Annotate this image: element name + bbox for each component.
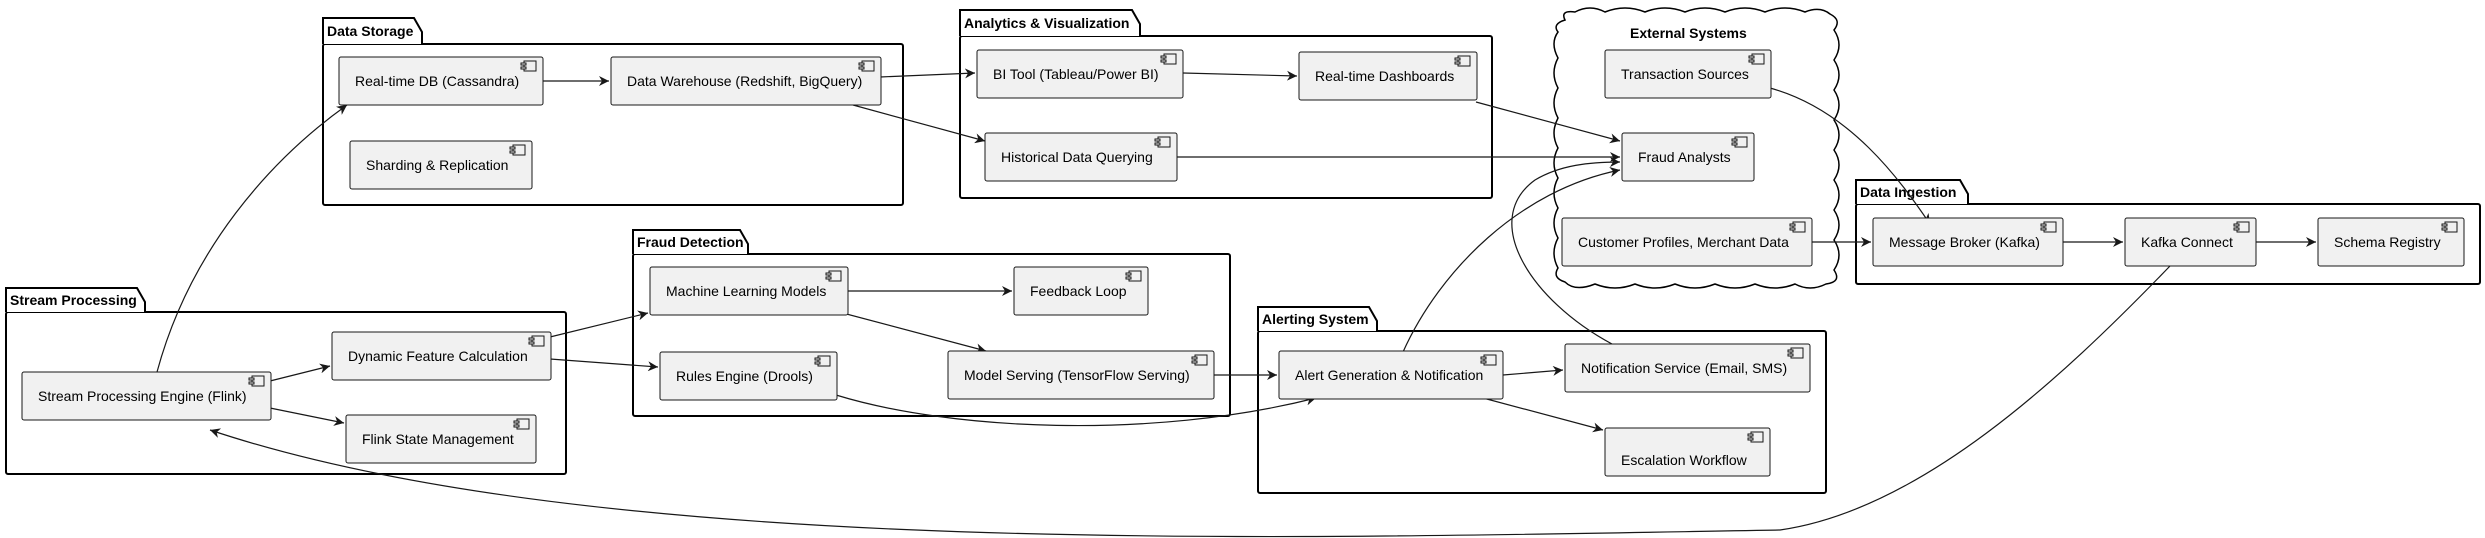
- component-label: Sharding & Replication: [366, 157, 508, 173]
- component-feedback-loop[interactable]: Feedback Loop: [1013, 266, 1149, 316]
- edge-sources-to-broker: [1769, 87, 1931, 225]
- component-fraud-analysts[interactable]: Fraud Analysts: [1621, 132, 1755, 182]
- component-icon: [509, 144, 526, 156]
- component-label: Data Warehouse (Redshift, BigQuery): [627, 73, 862, 89]
- edge-warehouse-to-historical: [852, 104, 986, 144]
- component-icon: [1160, 53, 1177, 65]
- component-schema-registry[interactable]: Schema Registry: [2317, 217, 2465, 267]
- component-icon: [1789, 221, 1806, 233]
- component-icon: [1125, 270, 1142, 282]
- package-title: Fraud Detection: [637, 234, 744, 250]
- package-data-storage: Data Storage: [322, 17, 904, 206]
- package-fraud-detection: Fraud Detection: [632, 229, 1231, 417]
- component-label: Escalation Workflow: [1621, 452, 1748, 468]
- edge-engine-to-db: [156, 104, 348, 373]
- component-label: Machine Learning Models: [666, 283, 826, 299]
- component-label: Flink State Management: [362, 431, 514, 447]
- edge-engine-to-state: [269, 407, 345, 426]
- package-title: External Systems: [1630, 25, 1747, 41]
- edge-connect-to-engine: [209, 265, 2171, 538]
- component-stream-engine[interactable]: Stream Processing Engine (Flink): [21, 371, 272, 421]
- package-title: Data Ingestion: [1860, 184, 1956, 200]
- component-icon: [1480, 354, 1497, 366]
- package-alerting-system: Alerting System: [1257, 306, 1827, 494]
- component-icon: [1787, 347, 1804, 359]
- component-dashboards[interactable]: Real-time Dashboards: [1298, 51, 1478, 101]
- edge-feature-to-rules: [549, 358, 659, 372]
- component-icon: [1731, 136, 1748, 148]
- component-icon: [814, 355, 831, 367]
- component-icon: [1747, 431, 1764, 443]
- component-label: Rules Engine (Drools): [676, 368, 813, 384]
- edge-notification-to-analysts: [1511, 157, 1621, 345]
- edge-engine-to-feature: [269, 363, 331, 382]
- component-notification-service[interactable]: Notification Service (Email, SMS): [1564, 343, 1811, 393]
- component-label: Real-time DB (Cassandra): [355, 73, 519, 89]
- component-label: BI Tool (Tableau/Power BI): [993, 66, 1159, 82]
- component-label: Stream Processing Engine (Flink): [38, 388, 247, 404]
- component-model-serving[interactable]: Model Serving (TensorFlow Serving): [947, 350, 1215, 400]
- component-icon: [858, 60, 875, 72]
- package-stream-processing: Stream Processing: [5, 287, 567, 475]
- edges: [156, 68, 2316, 538]
- component-icon: [1154, 136, 1171, 148]
- component-icon: [1748, 53, 1765, 65]
- edge-rules-to-alert: [835, 394, 1317, 427]
- component-ml-models[interactable]: Machine Learning Models: [649, 266, 849, 316]
- component-label: Historical Data Querying: [1001, 149, 1153, 165]
- component-icon: [825, 270, 842, 282]
- component-label: Model Serving (TensorFlow Serving): [964, 367, 1190, 383]
- component-label: Kafka Connect: [2141, 234, 2233, 250]
- component-icon: [2040, 221, 2057, 233]
- package-title: Analytics & Visualization: [964, 15, 1129, 31]
- component-customer-profiles[interactable]: Customer Profiles, Merchant Data: [1561, 217, 1813, 267]
- edge-dashboards-to-analysts: [1475, 101, 1621, 144]
- component-icon: [2441, 221, 2458, 233]
- component-message-broker[interactable]: Message Broker (Kafka): [1872, 217, 2064, 267]
- component-icon: [513, 418, 530, 430]
- component-icon: [2233, 221, 2250, 233]
- component-label: Message Broker (Kafka): [1889, 234, 2040, 250]
- edge-alert-to-escalation: [1482, 397, 1604, 433]
- component-transaction-sources[interactable]: Transaction Sources: [1604, 49, 1772, 99]
- component-icon: [1191, 354, 1208, 366]
- component-kafka-connect[interactable]: Kafka Connect: [2124, 217, 2257, 267]
- component-label: Real-time Dashboards: [1315, 68, 1454, 84]
- component-label: Notification Service (Email, SMS): [1581, 360, 1787, 376]
- component-label: Feedback Loop: [1030, 283, 1127, 299]
- package-title: Stream Processing: [10, 292, 137, 308]
- component-bi-tool[interactable]: BI Tool (Tableau/Power BI): [976, 49, 1184, 99]
- edge-feature-to-ml: [549, 310, 649, 338]
- edge-warehouse-to-bi: [879, 68, 976, 79]
- component-realtime-db[interactable]: Real-time DB (Cassandra): [338, 56, 544, 106]
- component-label: Schema Registry: [2334, 234, 2441, 250]
- component-escalation-workflow[interactable]: Escalation Workflow: [1604, 427, 1771, 477]
- edge-alert-to-notification: [1502, 365, 1564, 376]
- component-icon: [248, 375, 265, 387]
- edge-bi-to-dashboards: [1182, 70, 1298, 81]
- component-icon: [520, 60, 537, 72]
- component-label: Alert Generation & Notification: [1295, 367, 1483, 383]
- component-label: Customer Profiles, Merchant Data: [1578, 234, 1789, 250]
- package-data-ingestion: Data Ingestion: [1855, 179, 2481, 285]
- edge-alert-to-analysts: [1402, 167, 1621, 353]
- component-sharding[interactable]: Sharding & Replication: [349, 140, 533, 190]
- package-title: Alerting System: [1262, 311, 1369, 327]
- component-historical[interactable]: Historical Data Querying: [984, 132, 1178, 182]
- component-rules-engine[interactable]: Rules Engine (Drools): [659, 351, 838, 401]
- component-label: Fraud Analysts: [1638, 149, 1731, 165]
- component-label: Dynamic Feature Calculation: [348, 348, 528, 364]
- component-icon: [528, 335, 545, 347]
- component-flink-state[interactable]: Flink State Management: [345, 414, 537, 464]
- component-label: Transaction Sources: [1621, 66, 1749, 82]
- component-dynamic-feature[interactable]: Dynamic Feature Calculation: [331, 331, 552, 381]
- package-title: Data Storage: [327, 23, 414, 39]
- component-alert-generation[interactable]: Alert Generation & Notification: [1278, 350, 1504, 400]
- package-analytics: Analytics & Visualization: [959, 9, 1493, 199]
- component-data-warehouse[interactable]: Data Warehouse (Redshift, BigQuery): [610, 56, 882, 106]
- component-icon: [1454, 55, 1471, 67]
